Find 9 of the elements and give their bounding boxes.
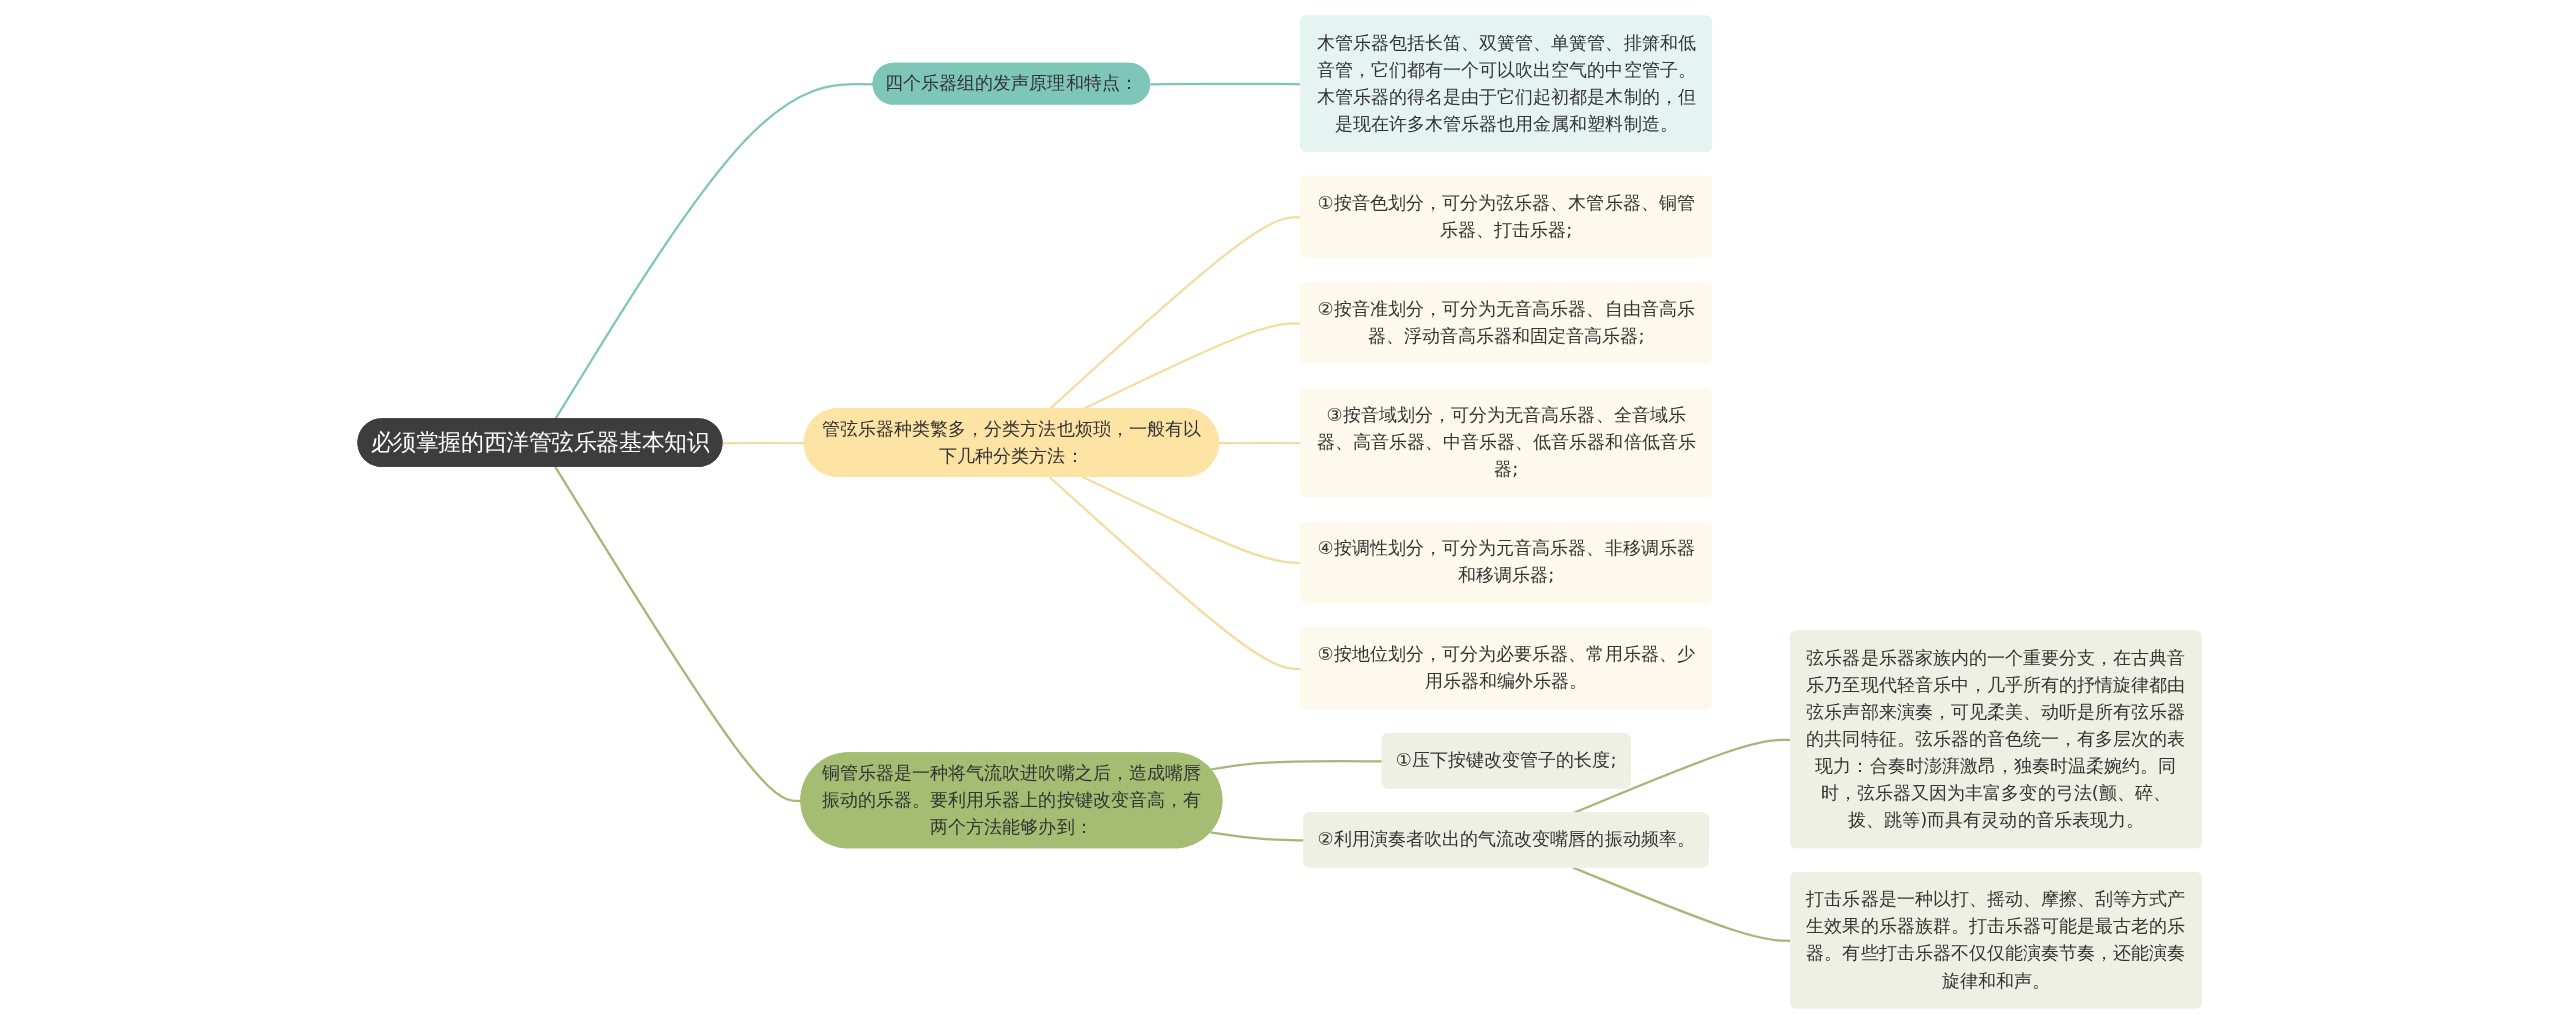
connector <box>1049 215 1302 410</box>
connector <box>1210 830 1305 841</box>
connector <box>1049 475 1302 670</box>
connector <box>1150 82 1302 85</box>
connector <box>1219 441 1302 444</box>
connector <box>554 465 802 802</box>
connector <box>1082 475 1302 564</box>
mind-map: 必须掌握的西洋管弦乐器基本知识 四个乐器组的发声原理和特点： 木管乐器包括长笛、双簧管、单簧管、排箫和低音管，它们都有一个可以吹出空气的中空管子。木管乐器的得名是由于它们起初都是木制的，但是现在许多木管乐器也用金属和塑料制造。 管弦乐器种类繁多，分类方法也烦琐，一般有以下几种分类方法： ①按音色划分，可分为弦乐器、木管乐器、铜管乐器、打击乐器; ②按音准划分，可分为无音高乐器、自由音高乐器、浮动音高乐器和固定音高乐器; ③按音域划分，可分为无音高乐器、全音域乐器、高音乐器、中音乐器、低音乐器和倍低音乐器; ④按调性划分，可分为元音高乐器、非移调乐器和移调乐器; ⑤按地位划分，可分为必要乐器、常用乐器、少用乐器和编外乐器。 铜管乐器是一种将气流吹进吹嘴之后，造成嘴唇振动的乐器。要利用乐器上的按键改变音高，有两个方法能够办到： ①压下按键改变管子的长度; ②利用演奏者吹出的气流改变嘴唇的振动频率。 弦乐器是乐器家族内的一个重要分支，在古典音乐乃至现代轻音乐中，几乎所有的抒情旋律都由弦乐声部来演奏，可见柔美、动听是所有弦乐器的共同特征。弦乐器的音色统一，有多层次的表现力：合奏时澎湃激昂，独奏时温柔婉约。同时，弦乐器又因为丰富多变的弓法(颤、碎、拨、跳等)而具有灵动的音乐表现力。 打击乐器是一种以打、摇动、摩擦、刮等方式产生效果的乐器族群。打击乐器可能是最古老的乐器。有些打击乐器不仅仅能演奏节奏，还能演奏旋律和和声。 <box>349 6 2211 1017</box>
connector <box>1082 321 1302 410</box>
